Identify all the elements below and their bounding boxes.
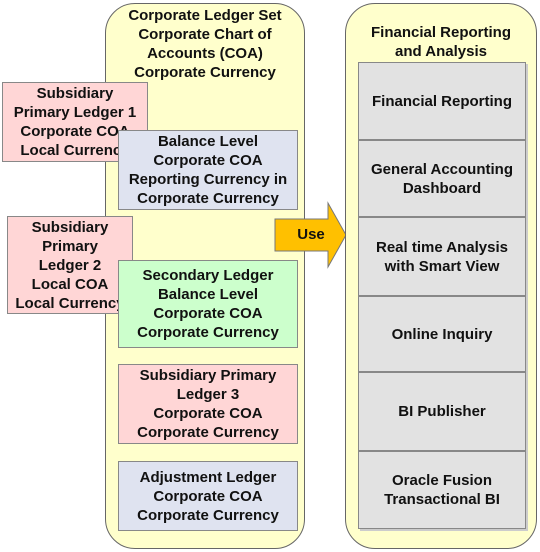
tool-financial-reporting: Financial Reporting	[358, 62, 526, 140]
ledger-secondary-balance-level: Secondary Ledger Balance Level Corporate…	[118, 260, 298, 348]
tool-oracle-fusion-transactional-bi: Oracle Fusion Transactional BI	[358, 451, 526, 529]
use-arrow-shape	[274, 201, 347, 269]
tool-smart-view: Real time Analysis with Smart View	[358, 217, 526, 296]
tool-online-inquiry: Online Inquiry	[358, 296, 526, 372]
corporate-ledger-set-title: Corporate Ledger Set Corporate Chart of …	[128, 7, 282, 81]
ledger-balance-level-reporting: Balance Level Corporate COA Reporting Cu…	[118, 130, 298, 210]
tool-bi-publisher: BI Publisher	[358, 372, 526, 451]
ledger-subsidiary-primary-3: Subsidiary Primary Ledger 3 Corporate CO…	[118, 364, 298, 444]
tool-general-accounting-dashboard: General Accounting Dashboard	[358, 140, 526, 217]
use-arrow-label: Use	[297, 225, 325, 243]
ledger-adjustment: Adjustment Ledger Corporate COA Corporat…	[118, 461, 298, 531]
ledger-subsidiary-primary-1: Subsidiary Primary Ledger 1 Corporate CO…	[2, 82, 148, 162]
ledger-subsidiary-primary-2: Subsidiary Primary Ledger 2 Local COA Lo…	[7, 216, 133, 314]
financial-reporting-title: Financial Reporting and Analysis	[370, 24, 511, 60]
use-arrow	[274, 201, 347, 269]
